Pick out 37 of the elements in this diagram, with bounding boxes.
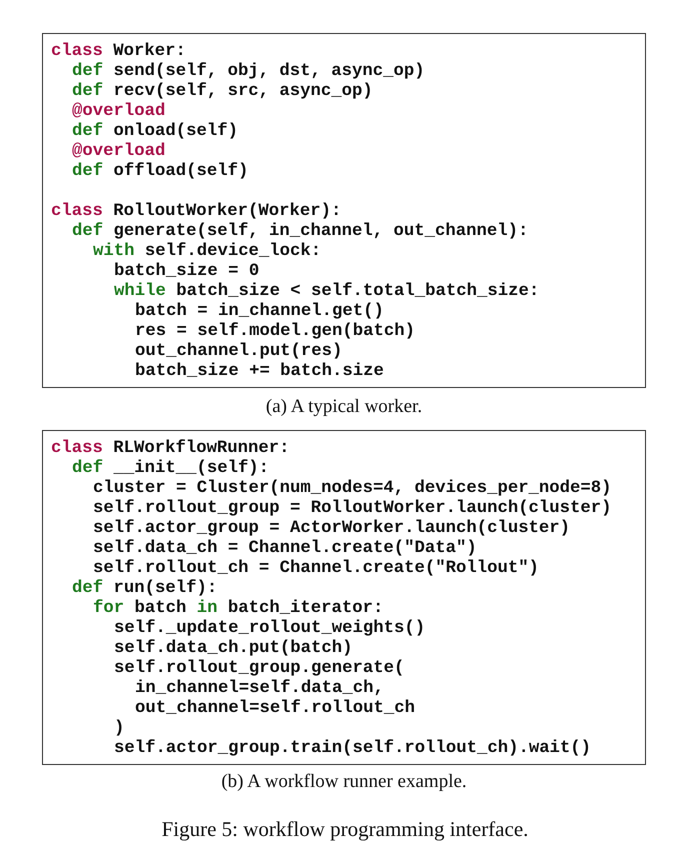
code-line: def onload(self) — [72, 122, 238, 142]
code-line: out_channel=self.rollout_ch — [135, 699, 416, 719]
code-listing-box — [42, 430, 646, 765]
code-line: self.actor_group = ActorWorker.launch(cluster) — [93, 519, 570, 539]
code-line: in_channel=self.data_ch, — [135, 679, 384, 699]
code-line: for batch in batch_iterator: — [93, 599, 384, 619]
subfigure-caption: (a) A typical worker. — [266, 396, 422, 418]
code-listing-box — [42, 33, 646, 388]
code-line: def generate(self, in_channel, out_channel): — [72, 222, 528, 242]
code-line: class RolloutWorker(Worker): — [51, 202, 342, 222]
code-line: def __init__(self): — [72, 459, 270, 479]
code-line: def recv(self, src, async_op) — [72, 82, 373, 102]
figure-caption: Figure 5: workflow programming interface. — [162, 817, 528, 842]
code-line: self.actor_group.train(self.rollout_ch).wait() — [114, 739, 592, 759]
code-line: batch_size += batch.size — [135, 362, 384, 382]
code-line: @overload — [72, 142, 166, 162]
code-line: self.rollout_group.generate( — [114, 659, 404, 679]
code-line: with self.device_lock: — [93, 242, 322, 262]
code-line: self.rollout_group = RolloutWorker.launch(cluster) — [93, 499, 612, 519]
code-line: def offload(self) — [72, 162, 248, 182]
code-line: res = self.model.gen(batch) — [135, 322, 416, 342]
subfigure-caption: (b) A workflow runner example. — [221, 771, 467, 793]
code-line: batch = in_channel.get() — [135, 302, 384, 322]
code-line: class RLWorkflowRunner: — [51, 439, 290, 459]
code-line: @overload — [72, 102, 166, 122]
code-line: while batch_size < self.total_batch_size: — [114, 282, 540, 302]
code-line: self.data_ch = Channel.create("Data") — [93, 539, 477, 559]
code-line: cluster = Cluster(num_nodes=4, devices_per_node=8) — [93, 479, 612, 499]
code-line: self.data_ch.put(batch) — [114, 639, 353, 659]
code-line: batch_size = 0 — [114, 262, 260, 282]
code-line: ) — [114, 719, 124, 739]
code-line: def send(self, obj, dst, async_op) — [72, 62, 425, 82]
code-line: class Worker: — [51, 42, 186, 62]
code-line: self.rollout_ch = Channel.create("Rollout") — [93, 559, 539, 579]
code-line: out_channel.put(res) — [135, 342, 342, 362]
code-line: self._update_rollout_weights() — [114, 619, 426, 639]
code-line: def run(self): — [72, 579, 218, 599]
